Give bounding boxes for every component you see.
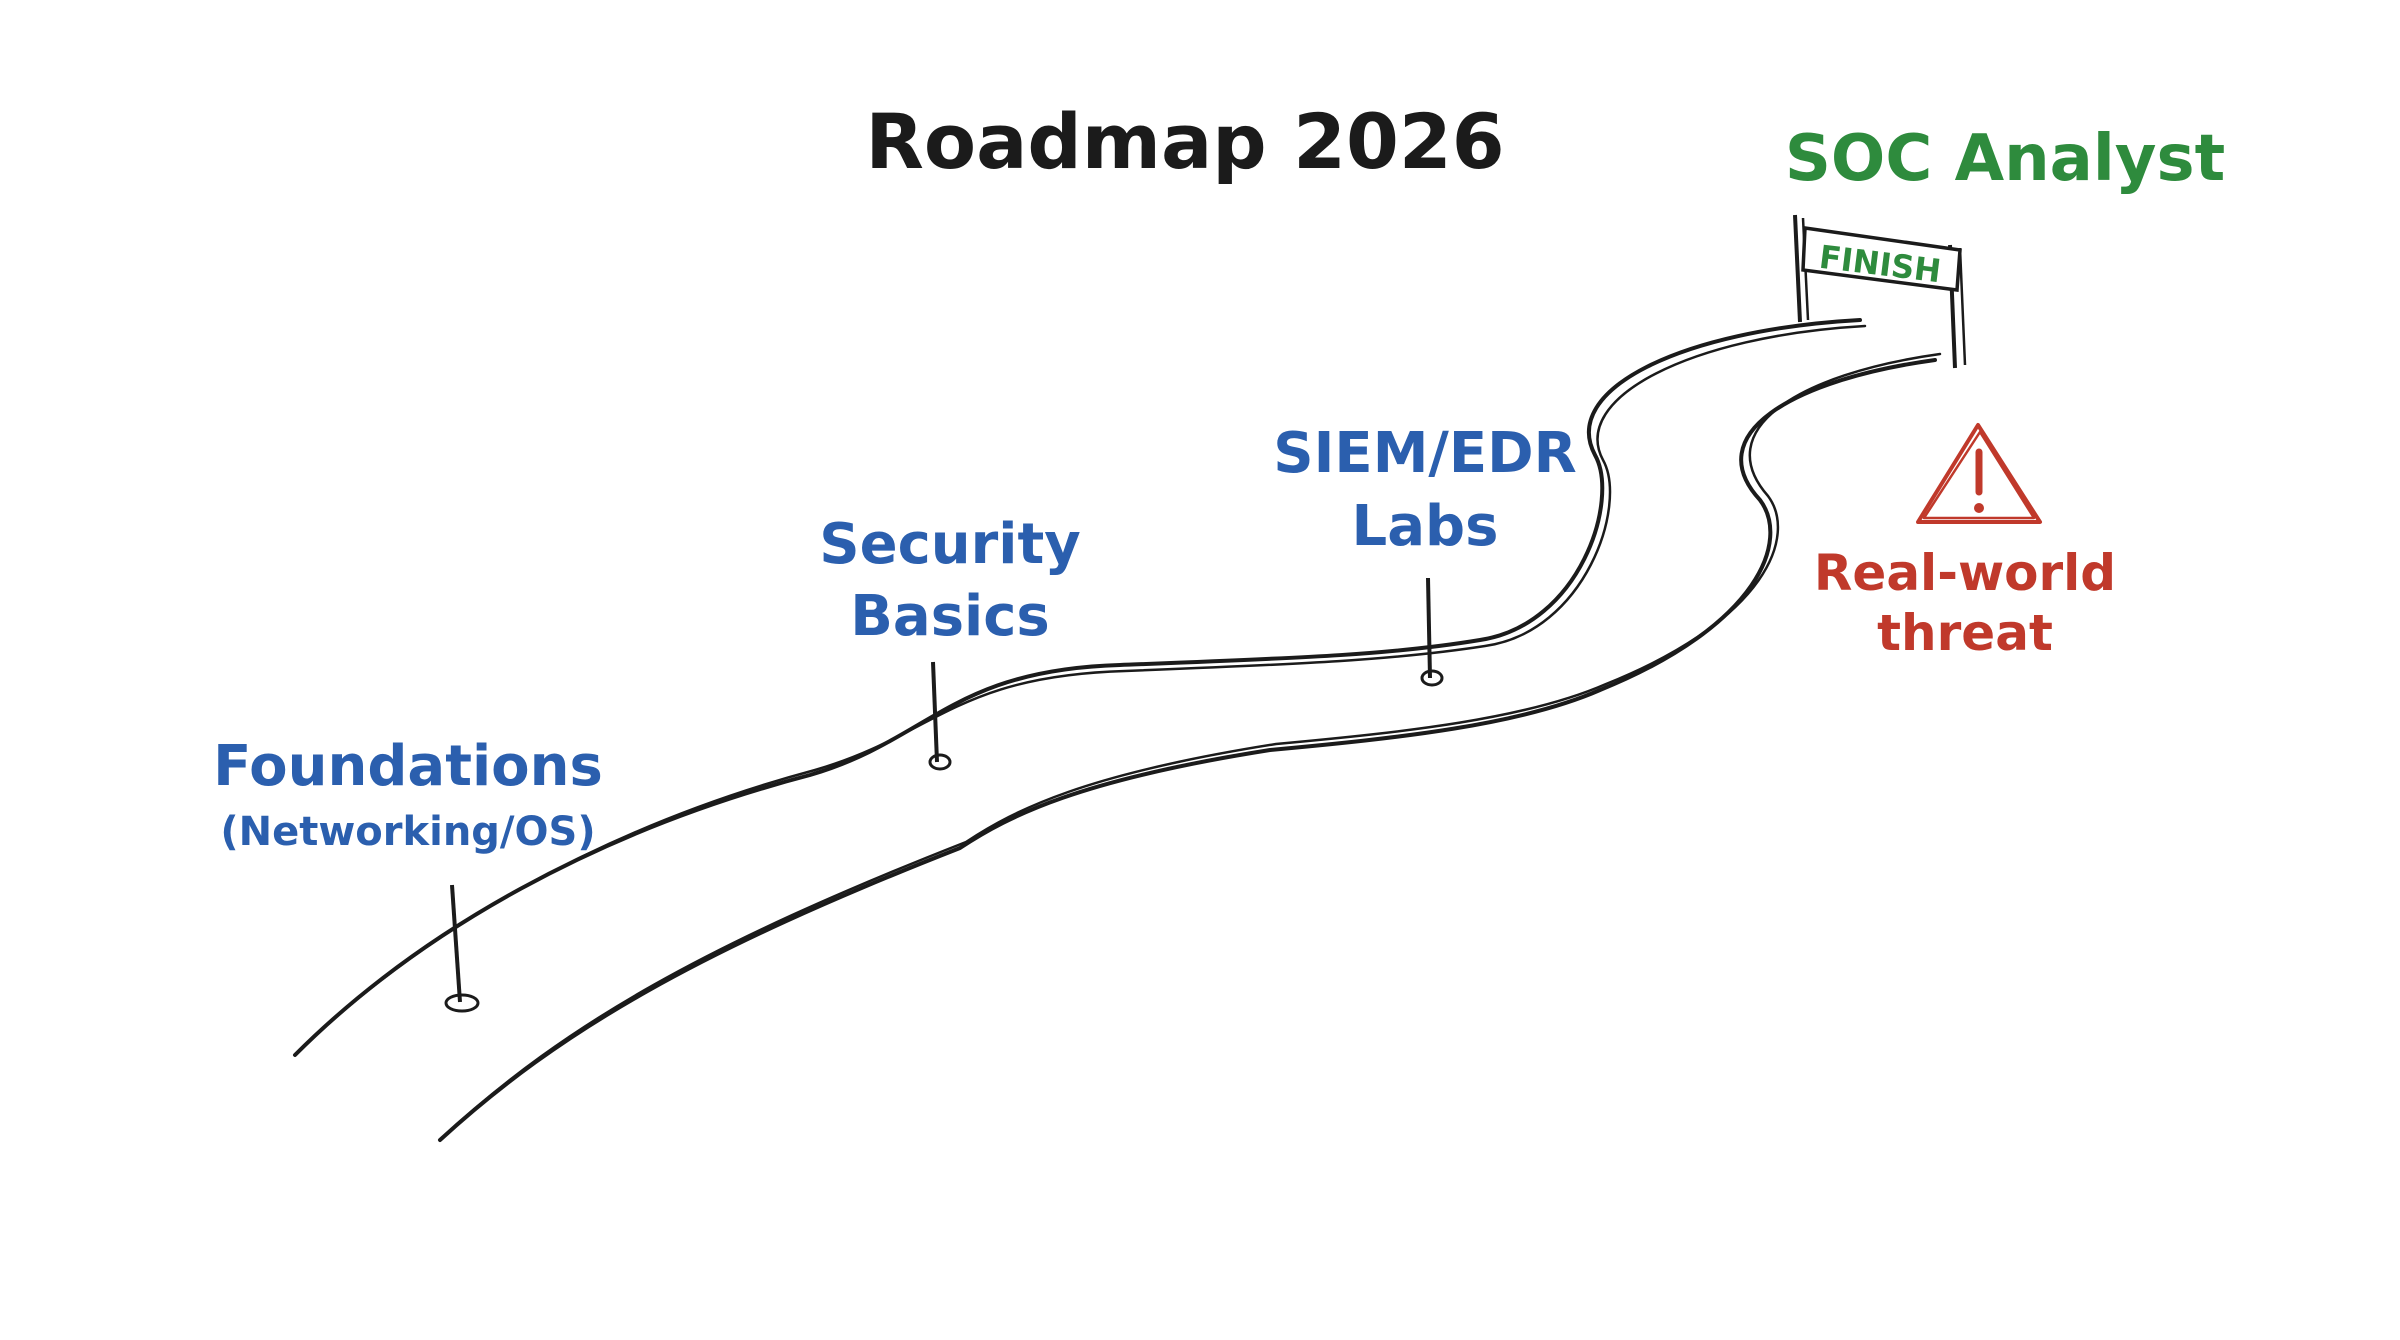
milestone-post-2 — [928, 661, 952, 771]
milestone-post-3 — [1420, 577, 1444, 687]
milestone-1-subtitle: (Networking/OS) — [220, 809, 595, 855]
diagram-title: Roadmap 2026 — [865, 97, 1504, 186]
milestone-2-subtitle: Basics — [850, 584, 1050, 649]
warning-label-line2: threat — [1877, 604, 2053, 662]
goal-label: SOC Analyst — [1785, 122, 2225, 196]
road-left-edge — [293, 318, 1867, 1057]
finish-banner — [1801, 225, 1962, 292]
milestone-1-title: Foundations — [213, 734, 603, 799]
road-right-edge — [438, 352, 1942, 1142]
milestone-3-title: SIEM/EDR — [1273, 421, 1576, 486]
finish-gate — [1793, 214, 1967, 369]
milestone-2-title: Security — [819, 512, 1080, 577]
milestone-3-subtitle: Labs — [1352, 494, 1499, 559]
warning-label-line1: Real-world — [1814, 544, 2116, 602]
milestone-post-1 — [444, 884, 480, 1013]
warning-triangle-icon — [1916, 423, 2042, 524]
